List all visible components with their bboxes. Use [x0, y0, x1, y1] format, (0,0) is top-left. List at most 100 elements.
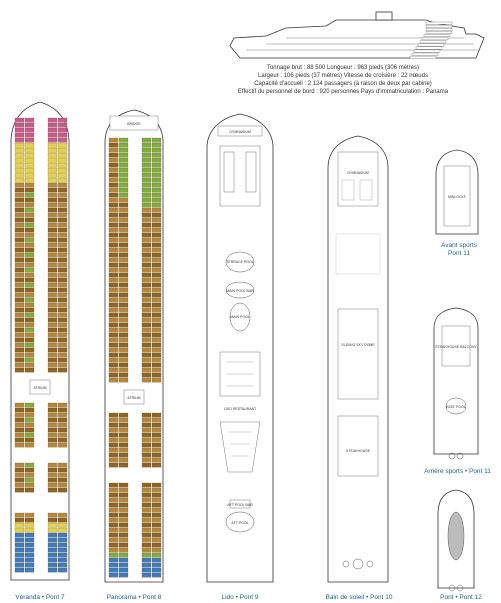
cabin-block[interactable] [14, 332, 25, 338]
cabin-block[interactable] [108, 537, 119, 543]
cabin-block[interactable] [141, 517, 152, 523]
cabin-block[interactable] [118, 377, 129, 383]
cabin-block[interactable] [14, 312, 25, 318]
cabin-block[interactable] [24, 217, 35, 223]
cabin-block[interactable] [24, 132, 35, 138]
cabin-block[interactable] [141, 562, 152, 568]
cabin-block[interactable] [24, 517, 35, 523]
cabin-block[interactable] [141, 312, 152, 318]
cabin-block[interactable] [47, 522, 58, 528]
cabin-block[interactable] [108, 322, 119, 328]
cabin-block[interactable] [108, 532, 119, 538]
cabin-block[interactable] [151, 177, 162, 183]
cabin-block[interactable] [47, 527, 58, 533]
cabin-block[interactable] [57, 537, 68, 543]
cabin-block[interactable] [14, 137, 25, 143]
cabin-block[interactable] [118, 417, 129, 423]
cabin-block[interactable] [141, 492, 152, 498]
cabin-block[interactable] [141, 442, 152, 448]
cabin-block[interactable] [108, 527, 119, 533]
cabin-block[interactable] [118, 247, 129, 253]
cabin-block[interactable] [14, 467, 25, 473]
cabin-block[interactable] [141, 447, 152, 453]
cabin-block[interactable] [24, 282, 35, 288]
cabin-block[interactable] [47, 252, 58, 258]
cabin-block[interactable] [14, 482, 25, 488]
cabin-block[interactable] [118, 482, 129, 488]
cabin-block[interactable] [108, 517, 119, 523]
cabin-block[interactable] [151, 232, 162, 238]
cabin-block[interactable] [151, 432, 162, 438]
cabin-block[interactable] [108, 522, 119, 528]
cabin-block[interactable] [151, 557, 162, 563]
cabin-block[interactable] [14, 162, 25, 168]
cabin-block[interactable] [24, 267, 35, 273]
cabin-block[interactable] [47, 147, 58, 153]
cabin-block[interactable] [151, 537, 162, 543]
cabin-block[interactable] [141, 367, 152, 373]
cabin-block[interactable] [108, 427, 119, 433]
cabin-block[interactable] [151, 422, 162, 428]
cabin-block[interactable] [24, 197, 35, 203]
cabin-block[interactable] [47, 277, 58, 283]
cabin-block[interactable] [141, 167, 152, 173]
deck-plan-pont-12[interactable] [434, 488, 478, 594]
cabin-block[interactable] [141, 152, 152, 158]
cabin-block[interactable] [151, 252, 162, 258]
cabin-block[interactable] [47, 282, 58, 288]
cabin-block[interactable] [118, 217, 129, 223]
cabin-block[interactable] [57, 162, 68, 168]
cabin-block[interactable] [108, 557, 119, 563]
cabin-block[interactable] [47, 317, 58, 323]
cabin-block[interactable] [118, 177, 129, 183]
cabin-block[interactable] [14, 132, 25, 138]
cabin-block[interactable] [141, 157, 152, 163]
cabin-block[interactable] [57, 177, 68, 183]
cabin-block[interactable] [118, 462, 129, 468]
cabin-block[interactable] [14, 477, 25, 483]
cabin-block[interactable] [141, 227, 152, 233]
cabin-block[interactable] [108, 297, 119, 303]
cabin-block[interactable] [24, 157, 35, 163]
cabin-block[interactable] [24, 302, 35, 308]
cabin-block[interactable] [108, 217, 119, 223]
cabin-block[interactable] [141, 337, 152, 343]
cabin-block[interactable] [47, 357, 58, 363]
cabin-block[interactable] [14, 432, 25, 438]
cabin-block[interactable] [118, 422, 129, 428]
cabin-block[interactable] [47, 487, 58, 493]
cabin-block[interactable] [141, 502, 152, 508]
deck-plan-bain-de-soleil[interactable]: GYMNASIUM SLIDING SKY DOME STEAKHOUSE [322, 134, 394, 595]
cabin-block[interactable] [108, 152, 119, 158]
cabin-block[interactable] [108, 287, 119, 293]
cabin-block[interactable] [118, 492, 129, 498]
cabin-block[interactable] [108, 482, 119, 488]
cabin-block[interactable] [118, 542, 129, 548]
cabin-block[interactable] [141, 537, 152, 543]
cabin-block[interactable] [47, 177, 58, 183]
cabin-block[interactable] [108, 157, 119, 163]
cabin-block[interactable] [108, 452, 119, 458]
cabin-block[interactable] [24, 552, 35, 558]
cabin-block[interactable] [118, 262, 129, 268]
cabin-block[interactable] [57, 157, 68, 163]
cabin-block[interactable] [118, 442, 129, 448]
cabin-block[interactable] [57, 317, 68, 323]
cabin-block[interactable] [14, 212, 25, 218]
cabin-block[interactable] [108, 332, 119, 338]
cabin-block[interactable] [47, 297, 58, 303]
cabin-block[interactable] [118, 202, 129, 208]
cabin-block[interactable] [24, 407, 35, 413]
cabin-block[interactable] [118, 527, 129, 533]
cabin-block[interactable] [14, 127, 25, 133]
cabin-block[interactable] [47, 432, 58, 438]
cabin-block[interactable] [57, 337, 68, 343]
cabin-block[interactable] [24, 262, 35, 268]
cabin-block[interactable] [141, 422, 152, 428]
cabin-block[interactable] [151, 137, 162, 143]
cabin-block[interactable] [47, 257, 58, 263]
cabin-block[interactable] [47, 442, 58, 448]
cabin-block[interactable] [118, 447, 129, 453]
cabin-block[interactable] [108, 412, 119, 418]
cabin-block[interactable] [24, 367, 35, 373]
